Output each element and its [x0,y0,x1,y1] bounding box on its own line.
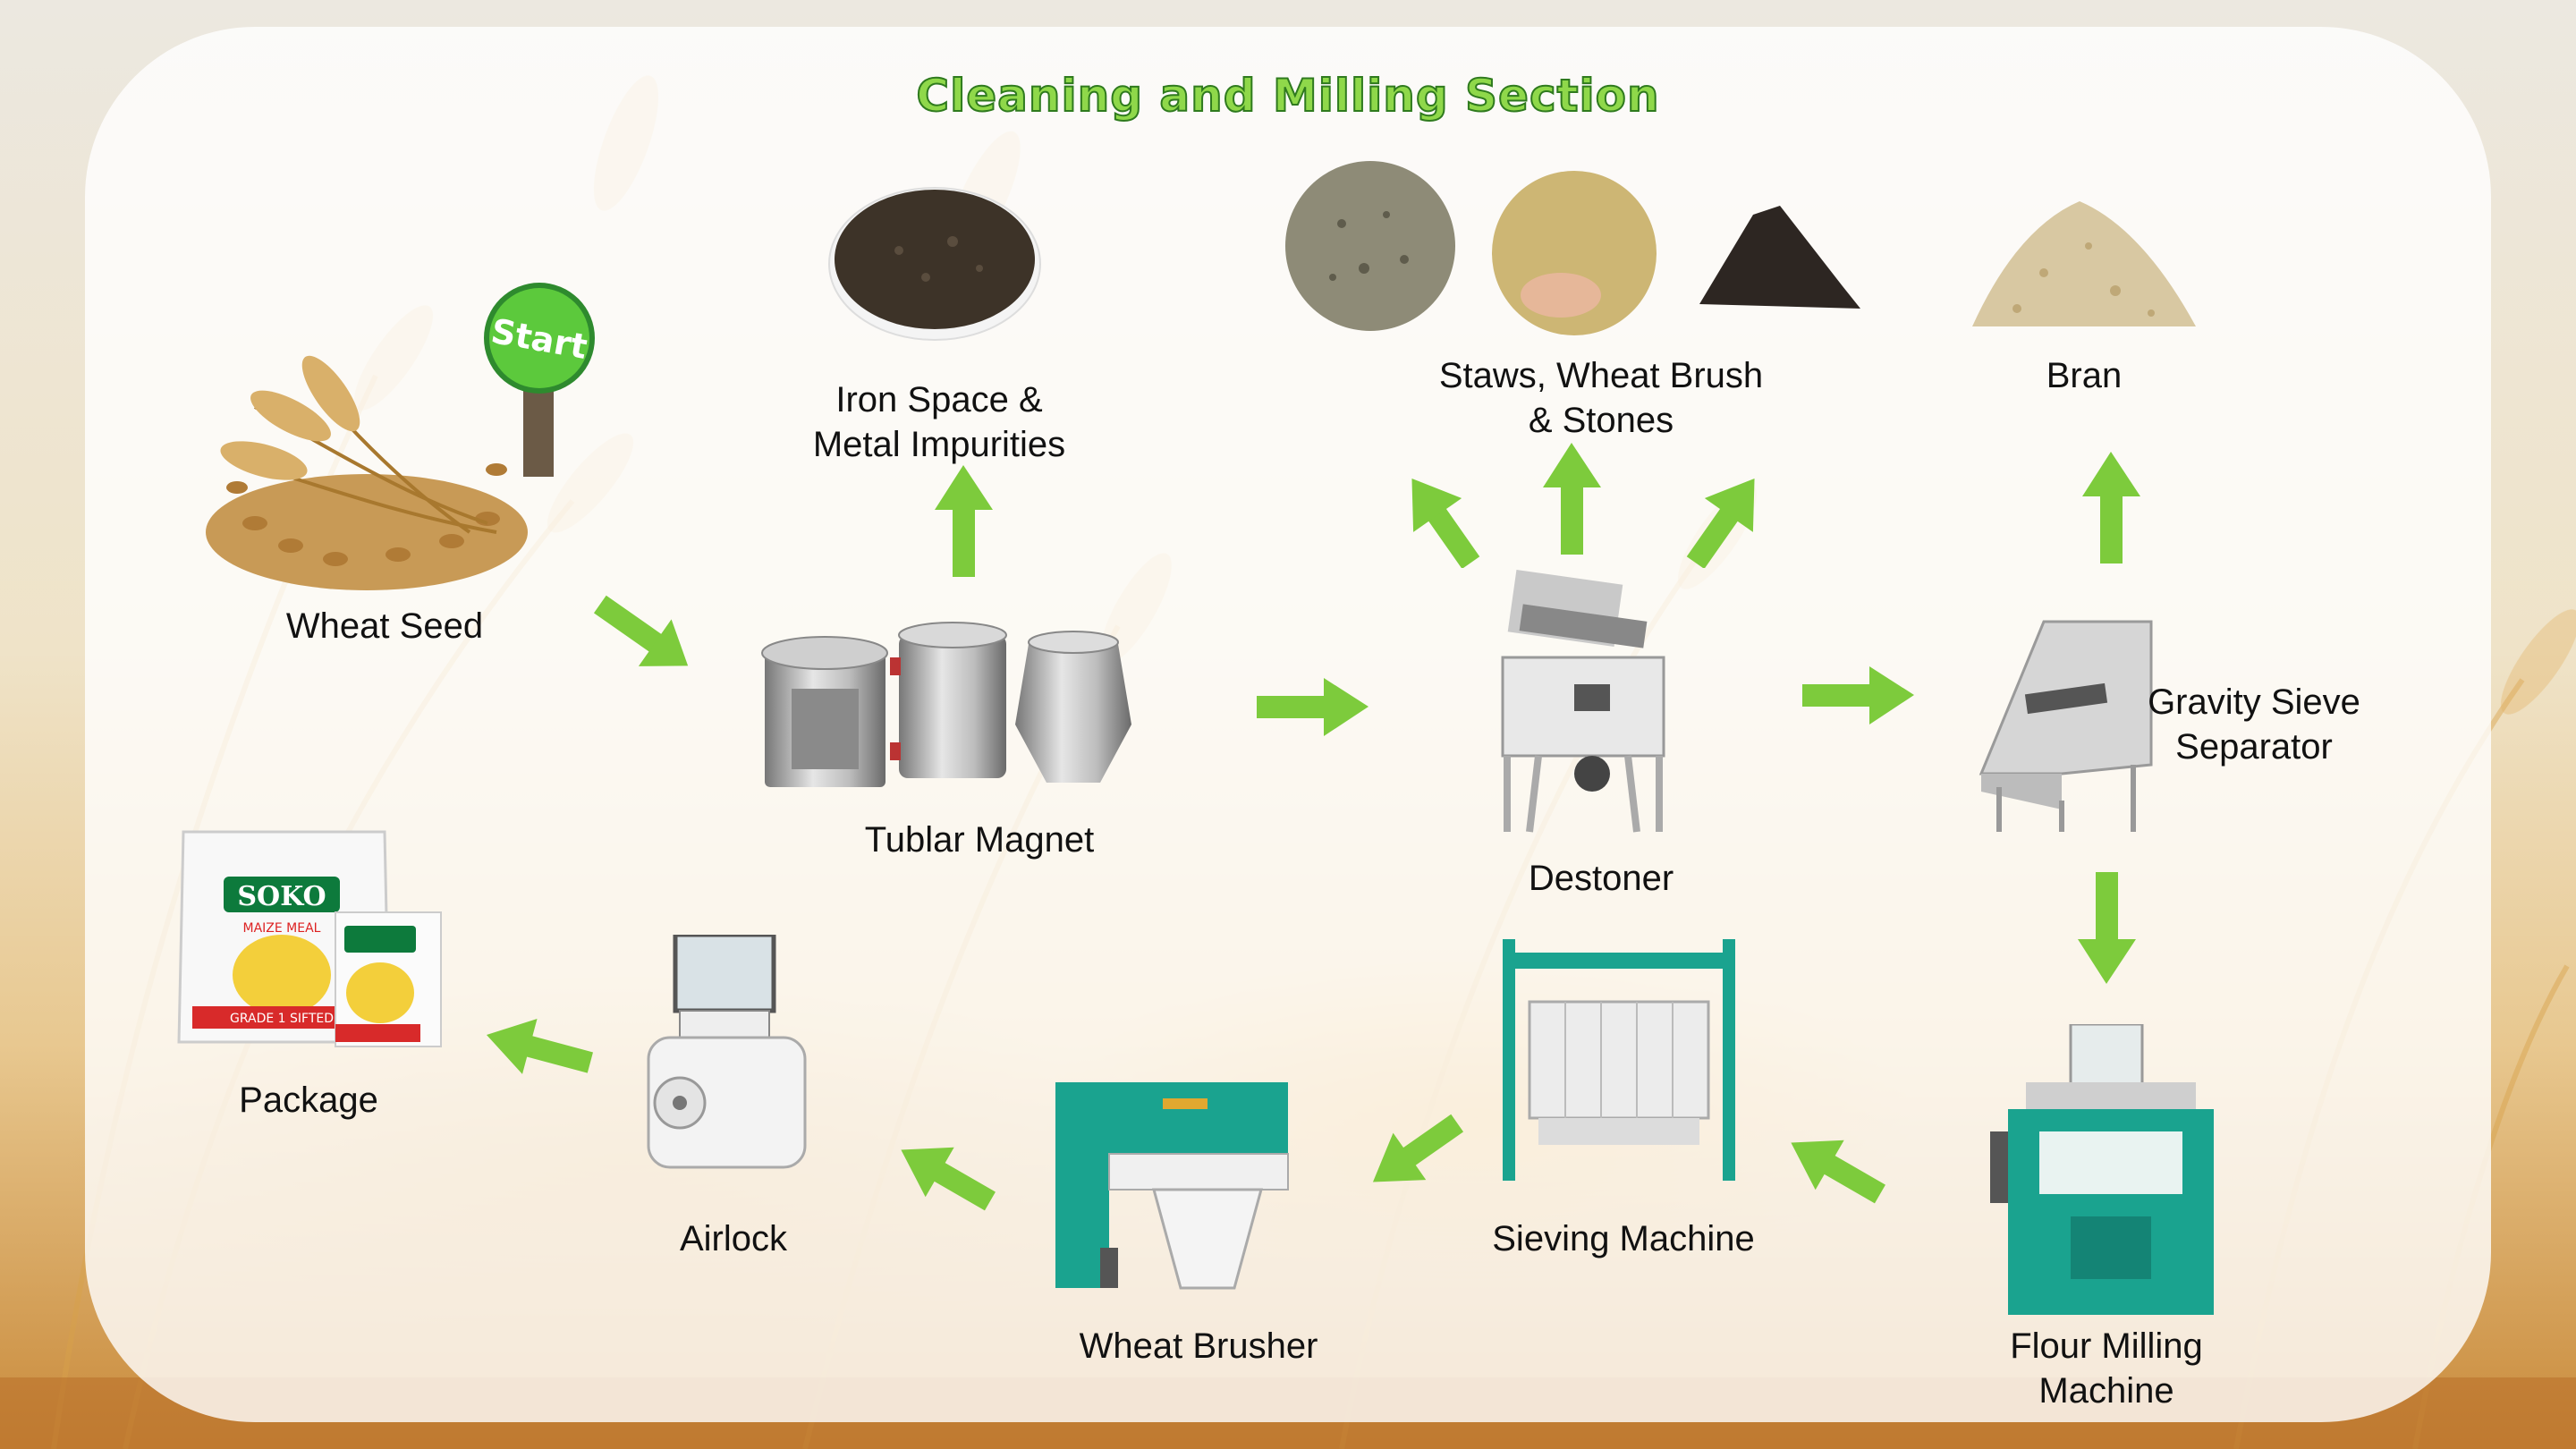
label-iron-space: Iron Space & Metal Impurities [760,377,1118,467]
straws-stones-images [1279,161,1905,349]
arrow-magnet-to-iron [935,465,993,577]
wheat-brusher-image [1055,1064,1301,1297]
iron-impurities-image [827,170,1042,349]
arrow-destoner-to-gravity-sieve [1802,666,1914,724]
label-airlock: Airlock [679,1219,788,1258]
label-wheat-seed: Wheat Seed [285,606,484,646]
label-gravity-sieve-line1: Gravity Sieve [2148,682,2360,722]
label-sieving-machine: Sieving Machine [1492,1219,1755,1258]
arrow-sieve-to-flour-milling [2078,872,2136,984]
flour-milling-machine-image [1990,1024,2223,1315]
arrow-brusher-to-airlock [890,1131,997,1216]
start-sign: Start [479,267,604,481]
label-iron-space-line1: Iron Space & [835,380,1043,419]
package-brand-text: SOKO [237,881,326,912]
diagram-title: Cleaning and Milling Section [915,69,1660,123]
destoner-image [1485,559,1682,836]
label-straws-stones: Staws, Wheat Brush & Stones [1395,353,1807,443]
label-gravity-sieve-line2: Separator [2175,727,2333,767]
label-flour-milling-line2: Machine [2038,1371,2174,1411]
package-image: SOKO MAIZE MEAL GRADE 1 SIFTED [174,823,452,1055]
airlock-image [631,935,818,1181]
bran-image [1963,192,2205,344]
label-wheat-brusher: Wheat Brusher [1079,1326,1318,1366]
tubular-magnet-image [742,617,1145,805]
label-gravity-sieve: Gravity Sieve Separator [2133,680,2375,769]
label-flour-milling: Flour Milling Machine [1977,1324,2236,1413]
arrow-sieve-to-bran [2082,452,2140,564]
gravity-sieve-image [1963,604,2160,836]
label-package: Package [239,1080,378,1120]
arrow-airlock-to-package [481,1011,593,1087]
label-flour-milling-line1: Flour Milling [2010,1326,2203,1366]
sieving-machine-image [1494,939,1762,1185]
arrow-destoner-to-straws-left [1386,470,1494,568]
label-tubular-magnet: Tublar Magnet [864,820,1095,860]
label-bran: Bran [2046,356,2123,395]
label-straws-line1: Staws, Wheat Brush [1438,356,1764,395]
arrow-magnet-to-destoner [1257,678,1368,736]
label-iron-space-line2: Metal Impurities [812,425,1066,464]
arrow-milling-to-sieving [1780,1123,1887,1212]
package-grade-text: GRADE 1 SIFTED [230,1012,334,1026]
package-sub-text: MAIZE MEAL [243,921,321,936]
arrow-sieving-to-brusher [1360,1109,1467,1199]
arrow-destoner-to-straws-right [1673,470,1780,568]
label-straws-line2: & Stones [1528,401,1674,440]
label-destoner: Destoner [1528,859,1674,898]
arrow-destoner-to-straws-up [1543,443,1601,555]
arrow-seed-to-magnet [586,590,702,680]
wheat-seed-image [201,353,532,595]
